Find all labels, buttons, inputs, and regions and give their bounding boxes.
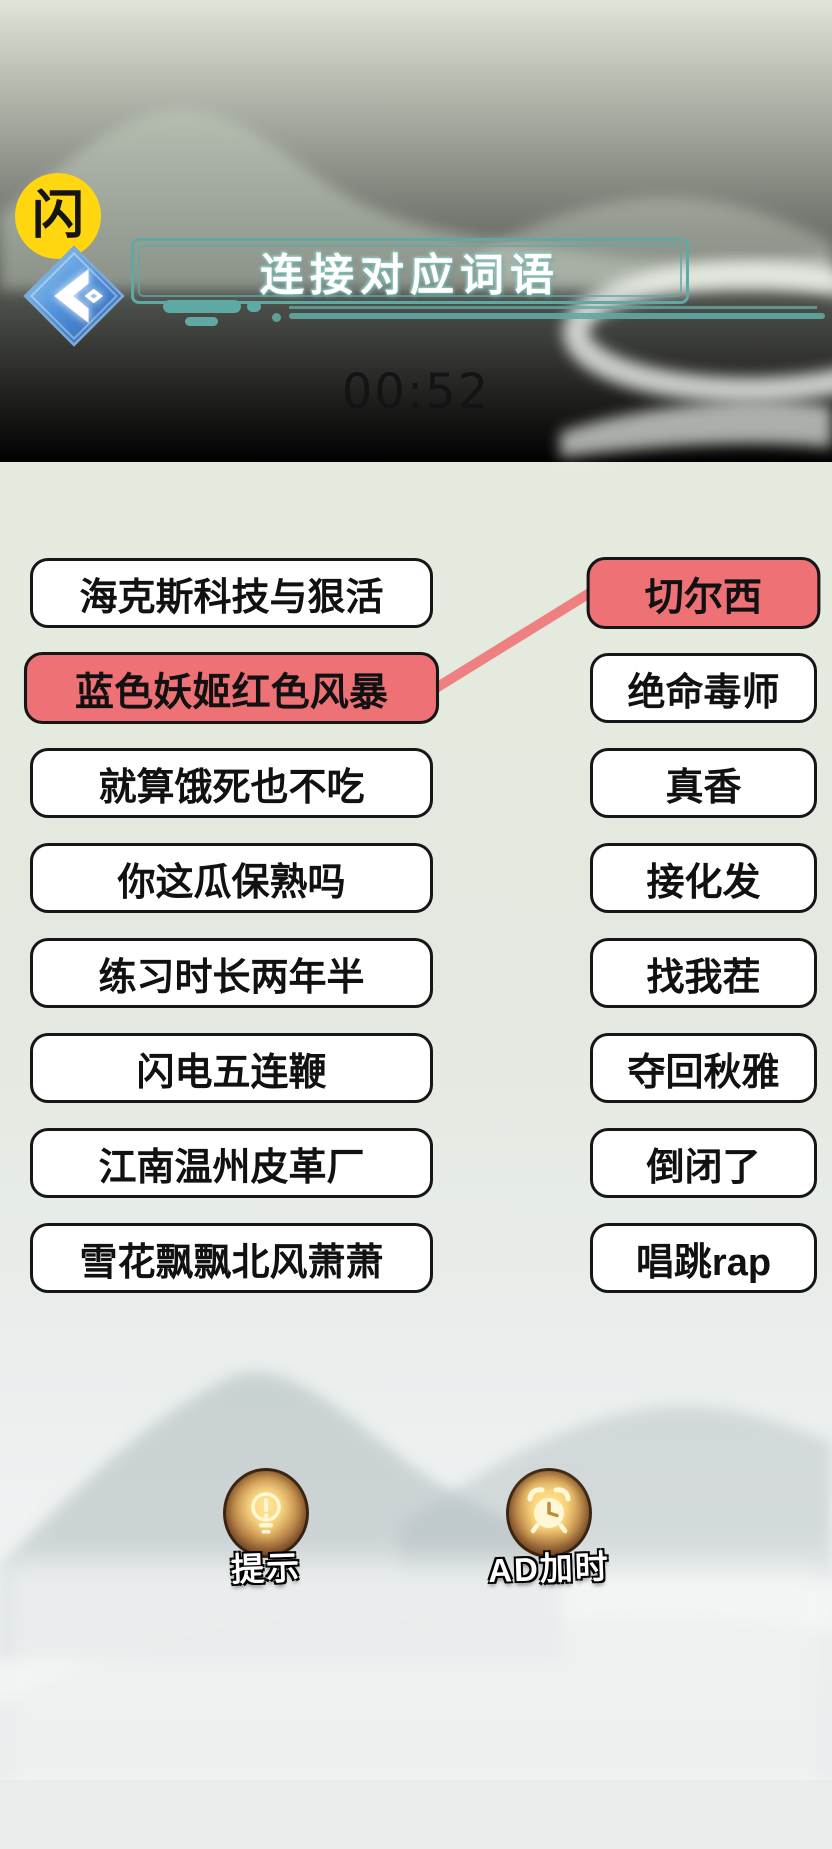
cloud-decoration [185,317,218,326]
banner-underline [289,313,825,319]
word-button[interactable]: 蓝色妖姬红色风暴 [23,651,440,725]
word-button[interactable]: 真香 [590,748,817,818]
word-button[interactable]: 切尔西 [586,556,821,630]
right-column: 切尔西绝命毒师真香接化发找我茬夺回秋雅倒闭了唱跳rap [586,556,821,1318]
connection-line [431,588,595,693]
hint-button[interactable]: 提示 [198,1468,334,1590]
word-button[interactable]: 绝命毒师 [590,653,817,723]
left-column: 海克斯科技与狠活蓝色妖姬红色风暴就算饿死也不吃你这瓜保熟吗练习时长两年半闪电五连… [23,558,440,1318]
page-title: 连接对应词语 [260,251,560,300]
word-button[interactable]: 雪花飘飘北风萧萧 [30,1223,433,1293]
word-button[interactable]: 练习时长两年半 [30,938,433,1008]
cloud-decoration [247,301,261,312]
word-button[interactable]: 就算饿死也不吃 [30,748,433,818]
word-button[interactable]: 接化发 [590,843,817,913]
word-button[interactable]: 唱跳rap [590,1223,817,1293]
word-button[interactable]: 你这瓜保熟吗 [30,843,433,913]
title-banner: 连接对应词语 [131,238,689,304]
word-button[interactable]: 江南温州皮革厂 [30,1128,433,1198]
ad-add-time-button[interactable]: AD加时 [467,1468,631,1590]
banner-underline [289,306,817,309]
back-button[interactable] [22,244,126,348]
ad-add-time-label: AD加时 [487,1547,611,1590]
banner-underline-dot [272,313,281,322]
hint-label: 提示 [230,1548,302,1589]
word-button[interactable]: 海克斯科技与狠活 [30,558,433,628]
back-arrow-icon [23,245,125,347]
word-button[interactable]: 找我茬 [590,938,817,1008]
countdown-timer: 00:52 [341,364,491,420]
flash-logo-char: 闪 [31,187,84,245]
word-button[interactable]: 闪电五连鞭 [30,1033,433,1103]
word-button[interactable]: 倒闭了 [590,1128,817,1198]
cloud-decoration [163,300,241,313]
word-button[interactable]: 夺回秋雅 [590,1033,817,1103]
